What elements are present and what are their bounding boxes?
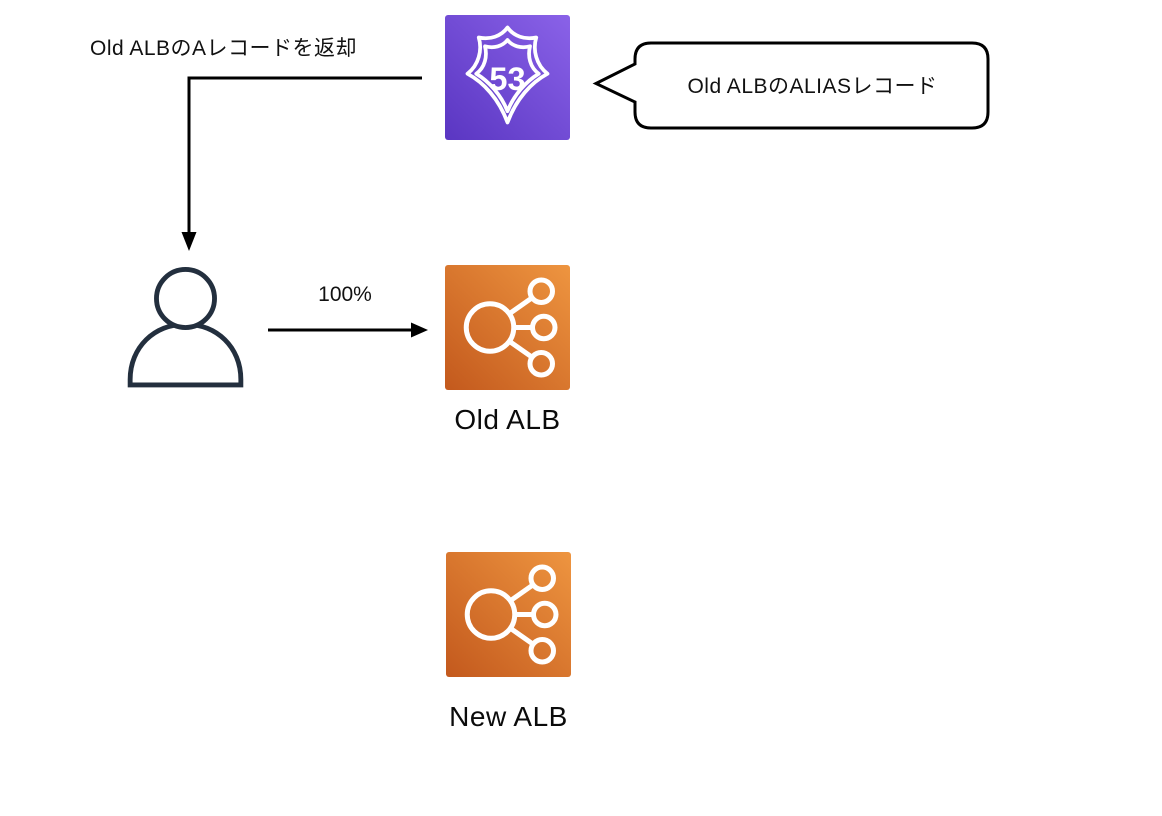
return-record-label: Old ALBのAレコードを返却 [90, 37, 358, 60]
old-alb-label: Old ALB [454, 404, 561, 435]
alb-glyph [463, 277, 558, 378]
speech-bubble [592, 41, 990, 130]
traffic-percent-label: 100% [318, 283, 372, 306]
new-alb-label: New ALB [449, 701, 568, 732]
route53-badge-number: 53 [489, 61, 525, 97]
old-alb-icon [445, 265, 570, 390]
alias-record-bubble-text: Old ALBのALIASレコード [687, 75, 938, 98]
route53-to-user-arrow [181, 76, 422, 251]
route53-icon: 53 [445, 15, 570, 140]
route53-shield-glyph: 53 [465, 25, 550, 125]
user-icon [127, 267, 244, 388]
user-to-old-alb-arrow [268, 322, 428, 338]
alb-glyph [464, 564, 559, 665]
new-alb-icon [446, 552, 571, 677]
